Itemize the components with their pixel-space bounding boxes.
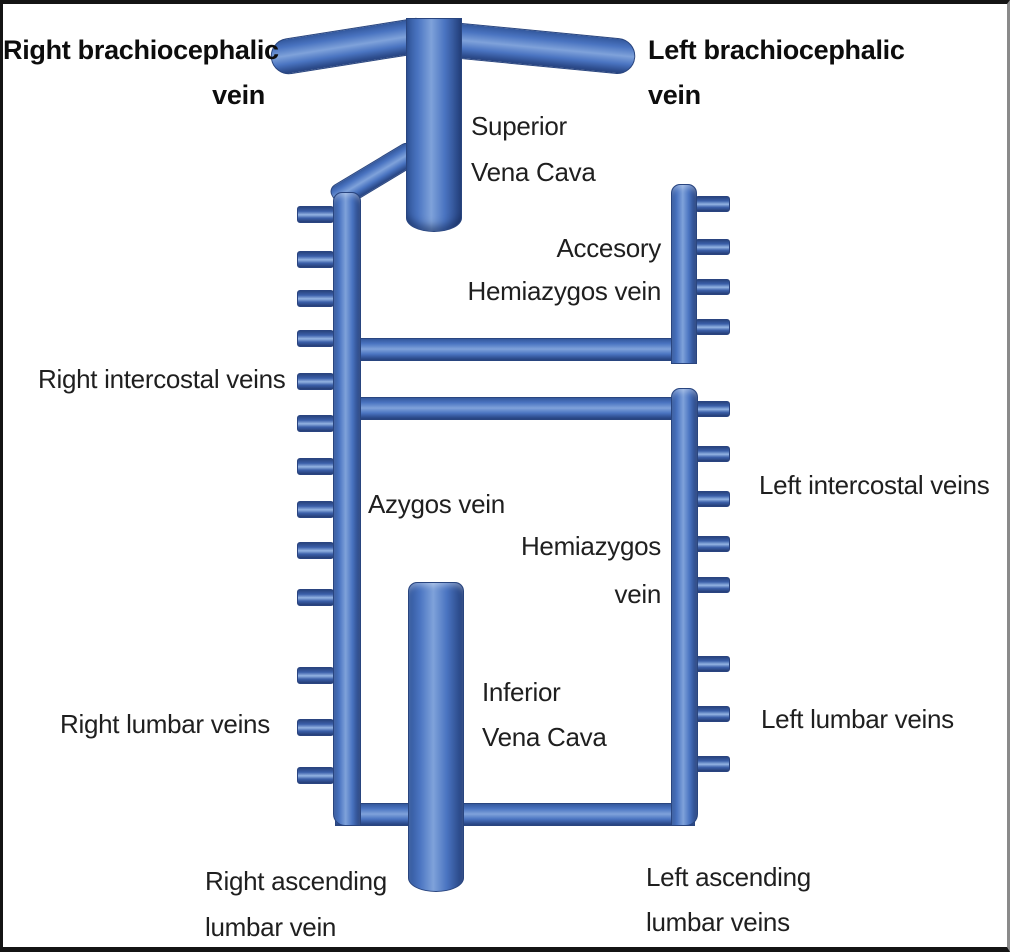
left-lumbar-vein-stub [695, 756, 730, 772]
right-intercostal-vein-stub [297, 589, 334, 606]
right-brachiocephalic-vein-label: Right brachiocephalic vein [3, 28, 279, 118]
right-intercostal-veins-label: Right intercostal veins [38, 364, 286, 394]
left-intercostal-vein-stub [695, 491, 730, 507]
superior-vena-cava-tube [406, 18, 462, 232]
left-lumbar-vein-stub [695, 656, 730, 672]
accessory-hemiazygos-connector-tube [353, 338, 675, 361]
label-line: Left ascending [646, 862, 811, 892]
hemiazygos-connector-tube [353, 397, 678, 420]
left-brachiocephalic-vein-label: Left brachiocephalic vein [648, 28, 905, 118]
inferior-vena-cava-tube [408, 582, 464, 892]
right-lumbar-vein-stub [297, 767, 334, 784]
accessory-hemiazygos-tributary-stub [695, 319, 730, 335]
label-line: lumbar vein [205, 912, 337, 942]
label-line: vein [212, 80, 265, 110]
label-line: vein [648, 80, 701, 110]
label-line: Hemiazygos vein [467, 276, 662, 306]
accessory-hemiazygos-vein-tube [671, 184, 697, 364]
left-ascending-lumbar-veins-label: Left ascending lumbar veins [646, 855, 811, 945]
azygos-vein-tube [333, 192, 361, 826]
left-intercostal-vein-stub [695, 577, 730, 593]
right-intercostal-vein-stub [297, 501, 334, 518]
right-ascending-lumbar-vein-label: Right ascending lumbar vein [205, 858, 387, 947]
accessory-hemiazygos-tributary-stub [695, 196, 730, 212]
right-lumbar-vein-stub [297, 719, 334, 736]
right-intercostal-vein-stub [297, 373, 334, 390]
right-intercostal-vein-stub [297, 542, 334, 559]
right-intercostal-vein-stub [297, 330, 334, 347]
left-brachiocephalic-vein-tube [449, 22, 637, 76]
accessory-hemiazygos-vein-label: Accesory Hemiazygos vein [453, 227, 662, 313]
azygos-vein-label: Azygos vein [368, 489, 505, 519]
right-lumbar-veins-label: Right lumbar veins [60, 709, 270, 739]
right-intercostal-vein-stub [297, 458, 334, 475]
label-line: Right ascending [205, 866, 387, 896]
inferior-vena-cava-label: Inferior Vena Cava [482, 670, 607, 760]
label-line: vein [614, 579, 662, 609]
label-line: lumbar veins [646, 907, 790, 937]
right-lumbar-vein-stub [297, 667, 334, 684]
accessory-hemiazygos-tributary-stub [695, 239, 730, 255]
left-lumbar-veins-label: Left lumbar veins [761, 704, 954, 734]
hemiazygos-vein-label: Hemiazygos vein [503, 522, 661, 618]
right-brachiocephalic-vein-tube [268, 17, 422, 77]
right-intercostal-vein-stub [297, 415, 334, 432]
right-intercostal-vein-stub [297, 290, 334, 307]
label-line: Left brachiocephalic [648, 35, 905, 65]
ascending-lumbar-connector-tube [335, 803, 695, 826]
right-intercostal-vein-stub [297, 206, 334, 223]
left-intercostal-vein-stub [695, 536, 730, 552]
left-intercostal-vein-stub [695, 401, 730, 417]
label-line: Accesory [556, 233, 661, 263]
label-line: Vena Cava [471, 157, 596, 187]
hemiazygos-vein-tube [671, 388, 698, 826]
accessory-hemiazygos-tributary-stub [695, 279, 730, 295]
label-line: Vena Cava [482, 722, 607, 752]
left-intercostal-veins-label: Left intercostal veins [759, 470, 990, 500]
label-line: Inferior [482, 677, 561, 707]
right-intercostal-vein-stub [297, 251, 334, 268]
label-line: Hemiazygos [520, 531, 661, 561]
left-lumbar-vein-stub [695, 706, 730, 722]
label-line: Superior [471, 111, 567, 141]
left-intercostal-vein-stub [695, 446, 730, 462]
label-line: Right brachiocephalic [3, 35, 279, 65]
superior-vena-cava-label: Superior Vena Cava [471, 103, 596, 195]
